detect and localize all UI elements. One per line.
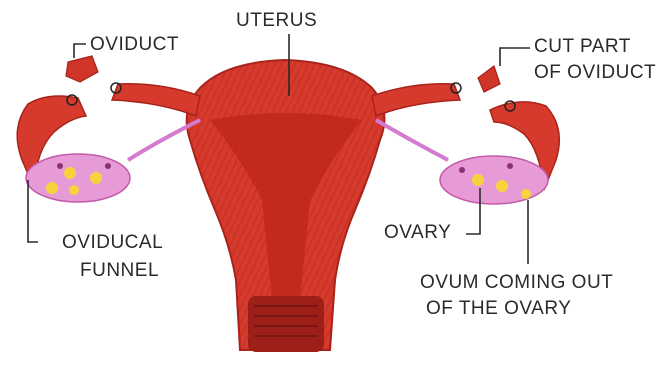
label-cut-part-line2: OF OVIDUCT [534,62,656,84]
ovum [90,172,102,184]
label-ovum-line2: OF THE OVARY [426,298,571,320]
ovum [496,180,508,192]
uterus [187,60,385,352]
label-ovary: OVARY [384,222,451,244]
label-ovum-line1: OVUM COMING OUT [420,272,613,294]
ovum [46,182,58,194]
label-uterus: UTERUS [236,10,317,32]
label-ovidual-funnel-line1: OVIDUCAL [62,232,163,254]
label-ovidual-funnel-line2: FUNNEL [80,260,159,282]
ovum [64,167,76,179]
ovum [521,189,531,199]
label-cut-part-line1: CUT PART [534,36,631,58]
ovum [69,185,79,195]
label-oviduct: OVIDUCT [90,34,179,56]
ovum [472,174,484,186]
